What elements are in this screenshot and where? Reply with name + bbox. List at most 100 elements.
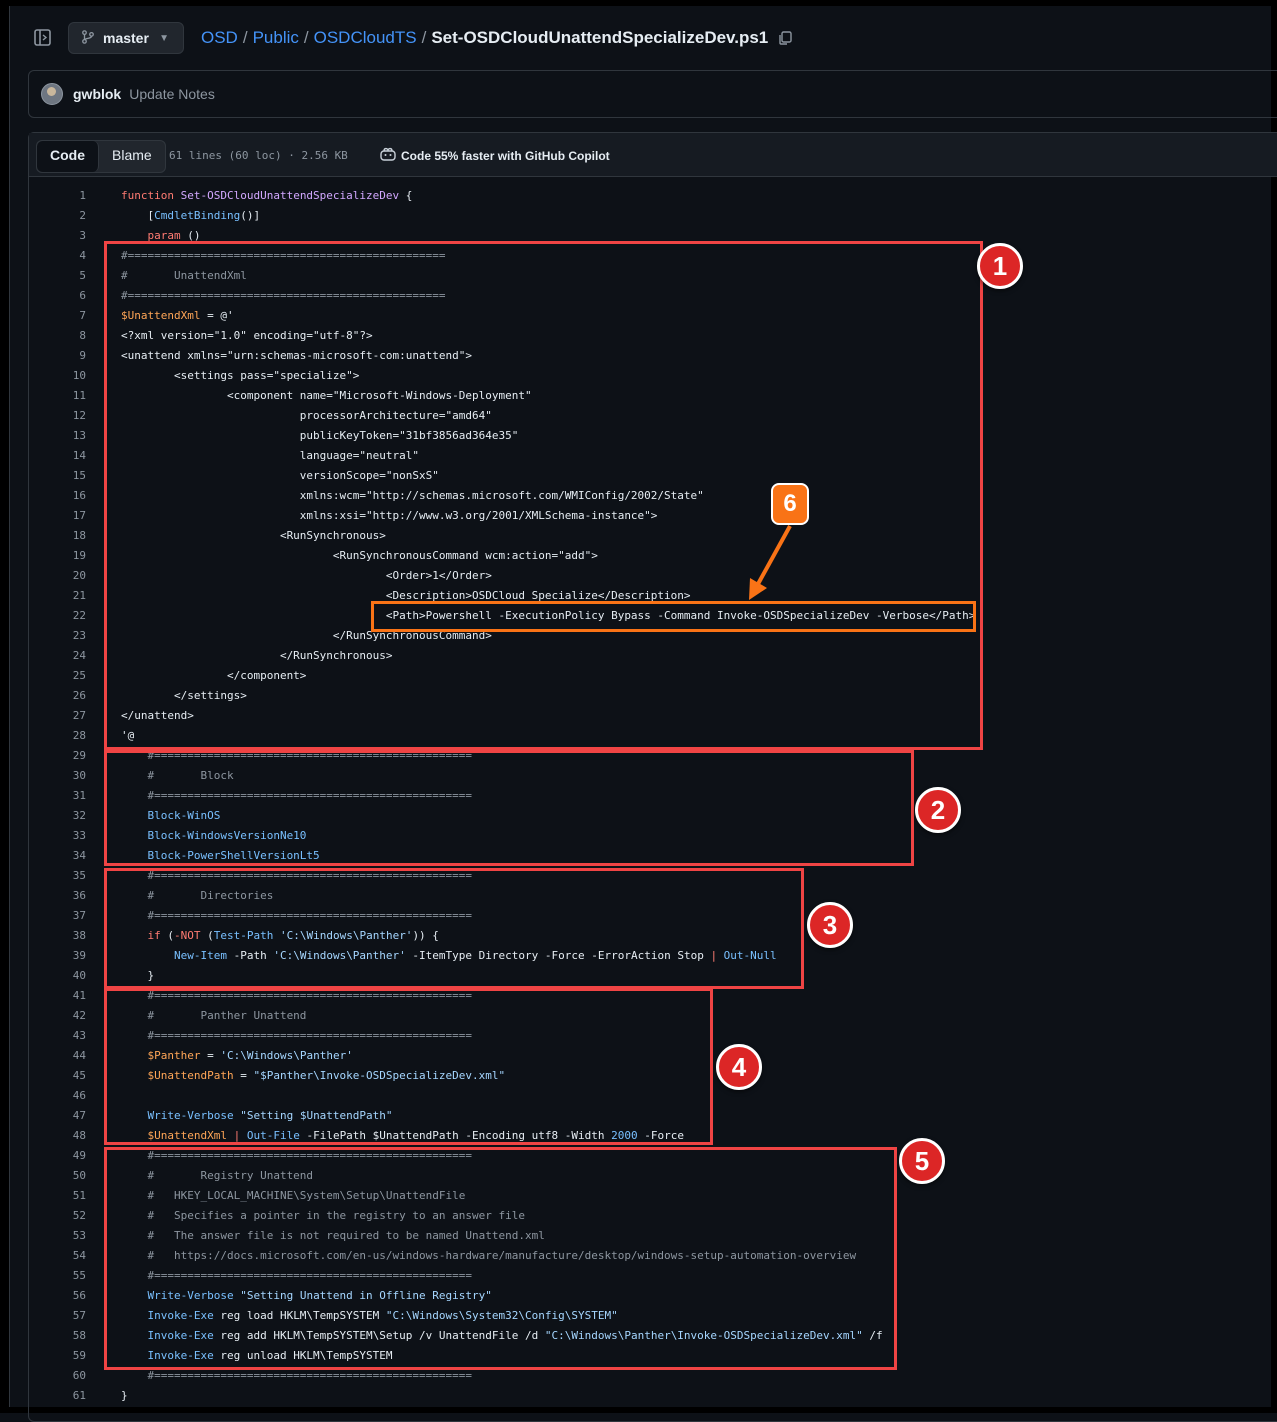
code-line: 27</unattend> [29,706,1274,726]
commit-author[interactable]: gwblok [73,86,122,102]
code-token: = [200,1049,221,1062]
code-line: 5# UnattendXml [29,266,1274,286]
line-number[interactable]: 34 [72,849,86,862]
line-number[interactable]: 17 [72,509,86,522]
code-text: #=======================================… [86,1366,472,1386]
copilot-promo-link[interactable]: Code 55% faster with GitHub Copilot [380,147,610,164]
line-number[interactable]: 25 [72,669,86,682]
code-token: reg unload HKLM\TempSYSTEM [213,1349,393,1362]
code-token: </component> [121,669,307,682]
line-number[interactable]: 22 [72,609,86,622]
line-number[interactable]: 42 [72,1009,86,1022]
breadcrumb-repo-link[interactable]: Public [252,28,299,47]
line-number[interactable]: 14 [72,449,86,462]
line-number[interactable]: 47 [72,1109,86,1122]
line-number[interactable]: 18 [72,529,86,542]
line-number[interactable]: 19 [72,549,86,562]
line-number[interactable]: 52 [72,1209,86,1222]
line-number[interactable]: 55 [72,1269,86,1282]
line-number[interactable]: 59 [72,1349,86,1362]
line-number[interactable]: 11 [72,389,86,402]
breadcrumb-org-link[interactable]: OSD [201,28,238,47]
code-text: #=======================================… [86,786,472,806]
code-line: 47 Write-Verbose "Setting $UnattendPath" [29,1106,1274,1126]
line-number[interactable]: 16 [72,489,86,502]
line-number[interactable]: 56 [72,1289,86,1302]
code-token: <RunSynchronousCommand wcm:action="add"> [121,549,598,562]
code-token: Out-Null [717,949,777,962]
line-number[interactable]: 36 [72,889,86,902]
line-number[interactable]: 23 [72,629,86,642]
line-number[interactable]: 44 [72,1049,86,1062]
code-text: Write-Verbose "Setting $UnattendPath" [86,1106,392,1126]
frame-right [1271,0,1277,1413]
code-line: 56 Write-Verbose "Setting Unattend in Of… [29,1286,1274,1306]
line-number[interactable]: 40 [72,969,86,982]
breadcrumb-folder-link[interactable]: OSDCloudTS [313,28,417,47]
line-number[interactable]: 41 [72,989,86,1002]
line-number[interactable]: 8 [79,329,86,342]
annotation-box-4 [104,988,713,1145]
line-number[interactable]: 2 [79,209,86,222]
line-number[interactable]: 38 [72,929,86,942]
line-number[interactable]: 35 [72,869,86,882]
line-number[interactable]: 26 [72,689,86,702]
line-number[interactable]: 20 [72,569,86,582]
code-token: <RunSynchronous> [121,529,386,542]
line-number[interactable]: 5 [79,269,86,282]
line-number[interactable]: 51 [72,1189,86,1202]
line-number[interactable]: 12 [72,409,86,422]
line-number[interactable]: 24 [72,649,86,662]
line-number[interactable]: 57 [72,1309,86,1322]
line-number[interactable]: 48 [72,1129,86,1142]
line-number[interactable]: 10 [72,369,86,382]
annotation-badge-3: 3 [807,902,853,948]
line-number[interactable]: 1 [79,189,86,202]
code-text: $Panther = 'C:\Windows\Panther' [86,1046,352,1066]
branch-selector-button[interactable]: master ▼ [68,22,184,54]
line-number[interactable]: 46 [72,1089,86,1102]
line-number[interactable]: 43 [72,1029,86,1042]
line-number[interactable]: 30 [72,769,86,782]
line-number[interactable]: 9 [79,349,86,362]
line-number[interactable]: 39 [72,949,86,962]
line-number[interactable]: 60 [72,1369,86,1382]
code-line: 13 publicKeyToken="31bf3856ad364e35" [29,426,1274,446]
line-number[interactable]: 13 [72,429,86,442]
code-line: 12 processorArchitecture="amd64" [29,406,1274,426]
line-number[interactable]: 4 [79,249,86,262]
line-number[interactable]: 7 [79,309,86,322]
line-number[interactable]: 53 [72,1229,86,1242]
sidebar-toggle-icon[interactable] [33,28,53,48]
line-number[interactable]: 45 [72,1069,86,1082]
tab-blame[interactable]: Blame [112,147,152,163]
breadcrumb-separator: / [303,28,309,47]
line-number[interactable]: 32 [72,809,86,822]
line-number[interactable]: 28 [72,729,86,742]
avatar[interactable] [41,83,63,105]
line-number[interactable]: 15 [72,469,86,482]
line-number[interactable]: 3 [79,229,86,242]
line-number[interactable]: 6 [79,289,86,302]
code-token: ()] [240,209,261,222]
line-number[interactable]: 33 [72,829,86,842]
code-text: xmlns:xsi="http://www.w3.org/2001/XMLSch… [86,506,658,526]
line-number[interactable]: 49 [72,1149,86,1162]
code-text: <Path>Powershell -ExecutionPolicy Bypass… [86,606,975,626]
line-number[interactable]: 31 [72,789,86,802]
line-number[interactable]: 37 [72,909,86,922]
line-number[interactable]: 29 [72,749,86,762]
code-text: <?xml version="1.0" encoding="utf-8"?> [86,326,373,346]
git-branch-icon [81,29,95,47]
line-number[interactable]: 27 [72,709,86,722]
commit-message[interactable]: Update Notes [129,86,215,102]
code-text: [CmdletBinding()] [86,206,260,226]
line-number[interactable]: 21 [72,589,86,602]
tab-code[interactable]: Code [37,141,99,172]
copy-path-icon[interactable] [777,30,793,46]
line-number[interactable]: 61 [72,1389,86,1402]
line-number[interactable]: 50 [72,1169,86,1182]
line-number[interactable]: 58 [72,1329,86,1342]
code-token: } [121,969,155,982]
line-number[interactable]: 54 [72,1249,86,1262]
